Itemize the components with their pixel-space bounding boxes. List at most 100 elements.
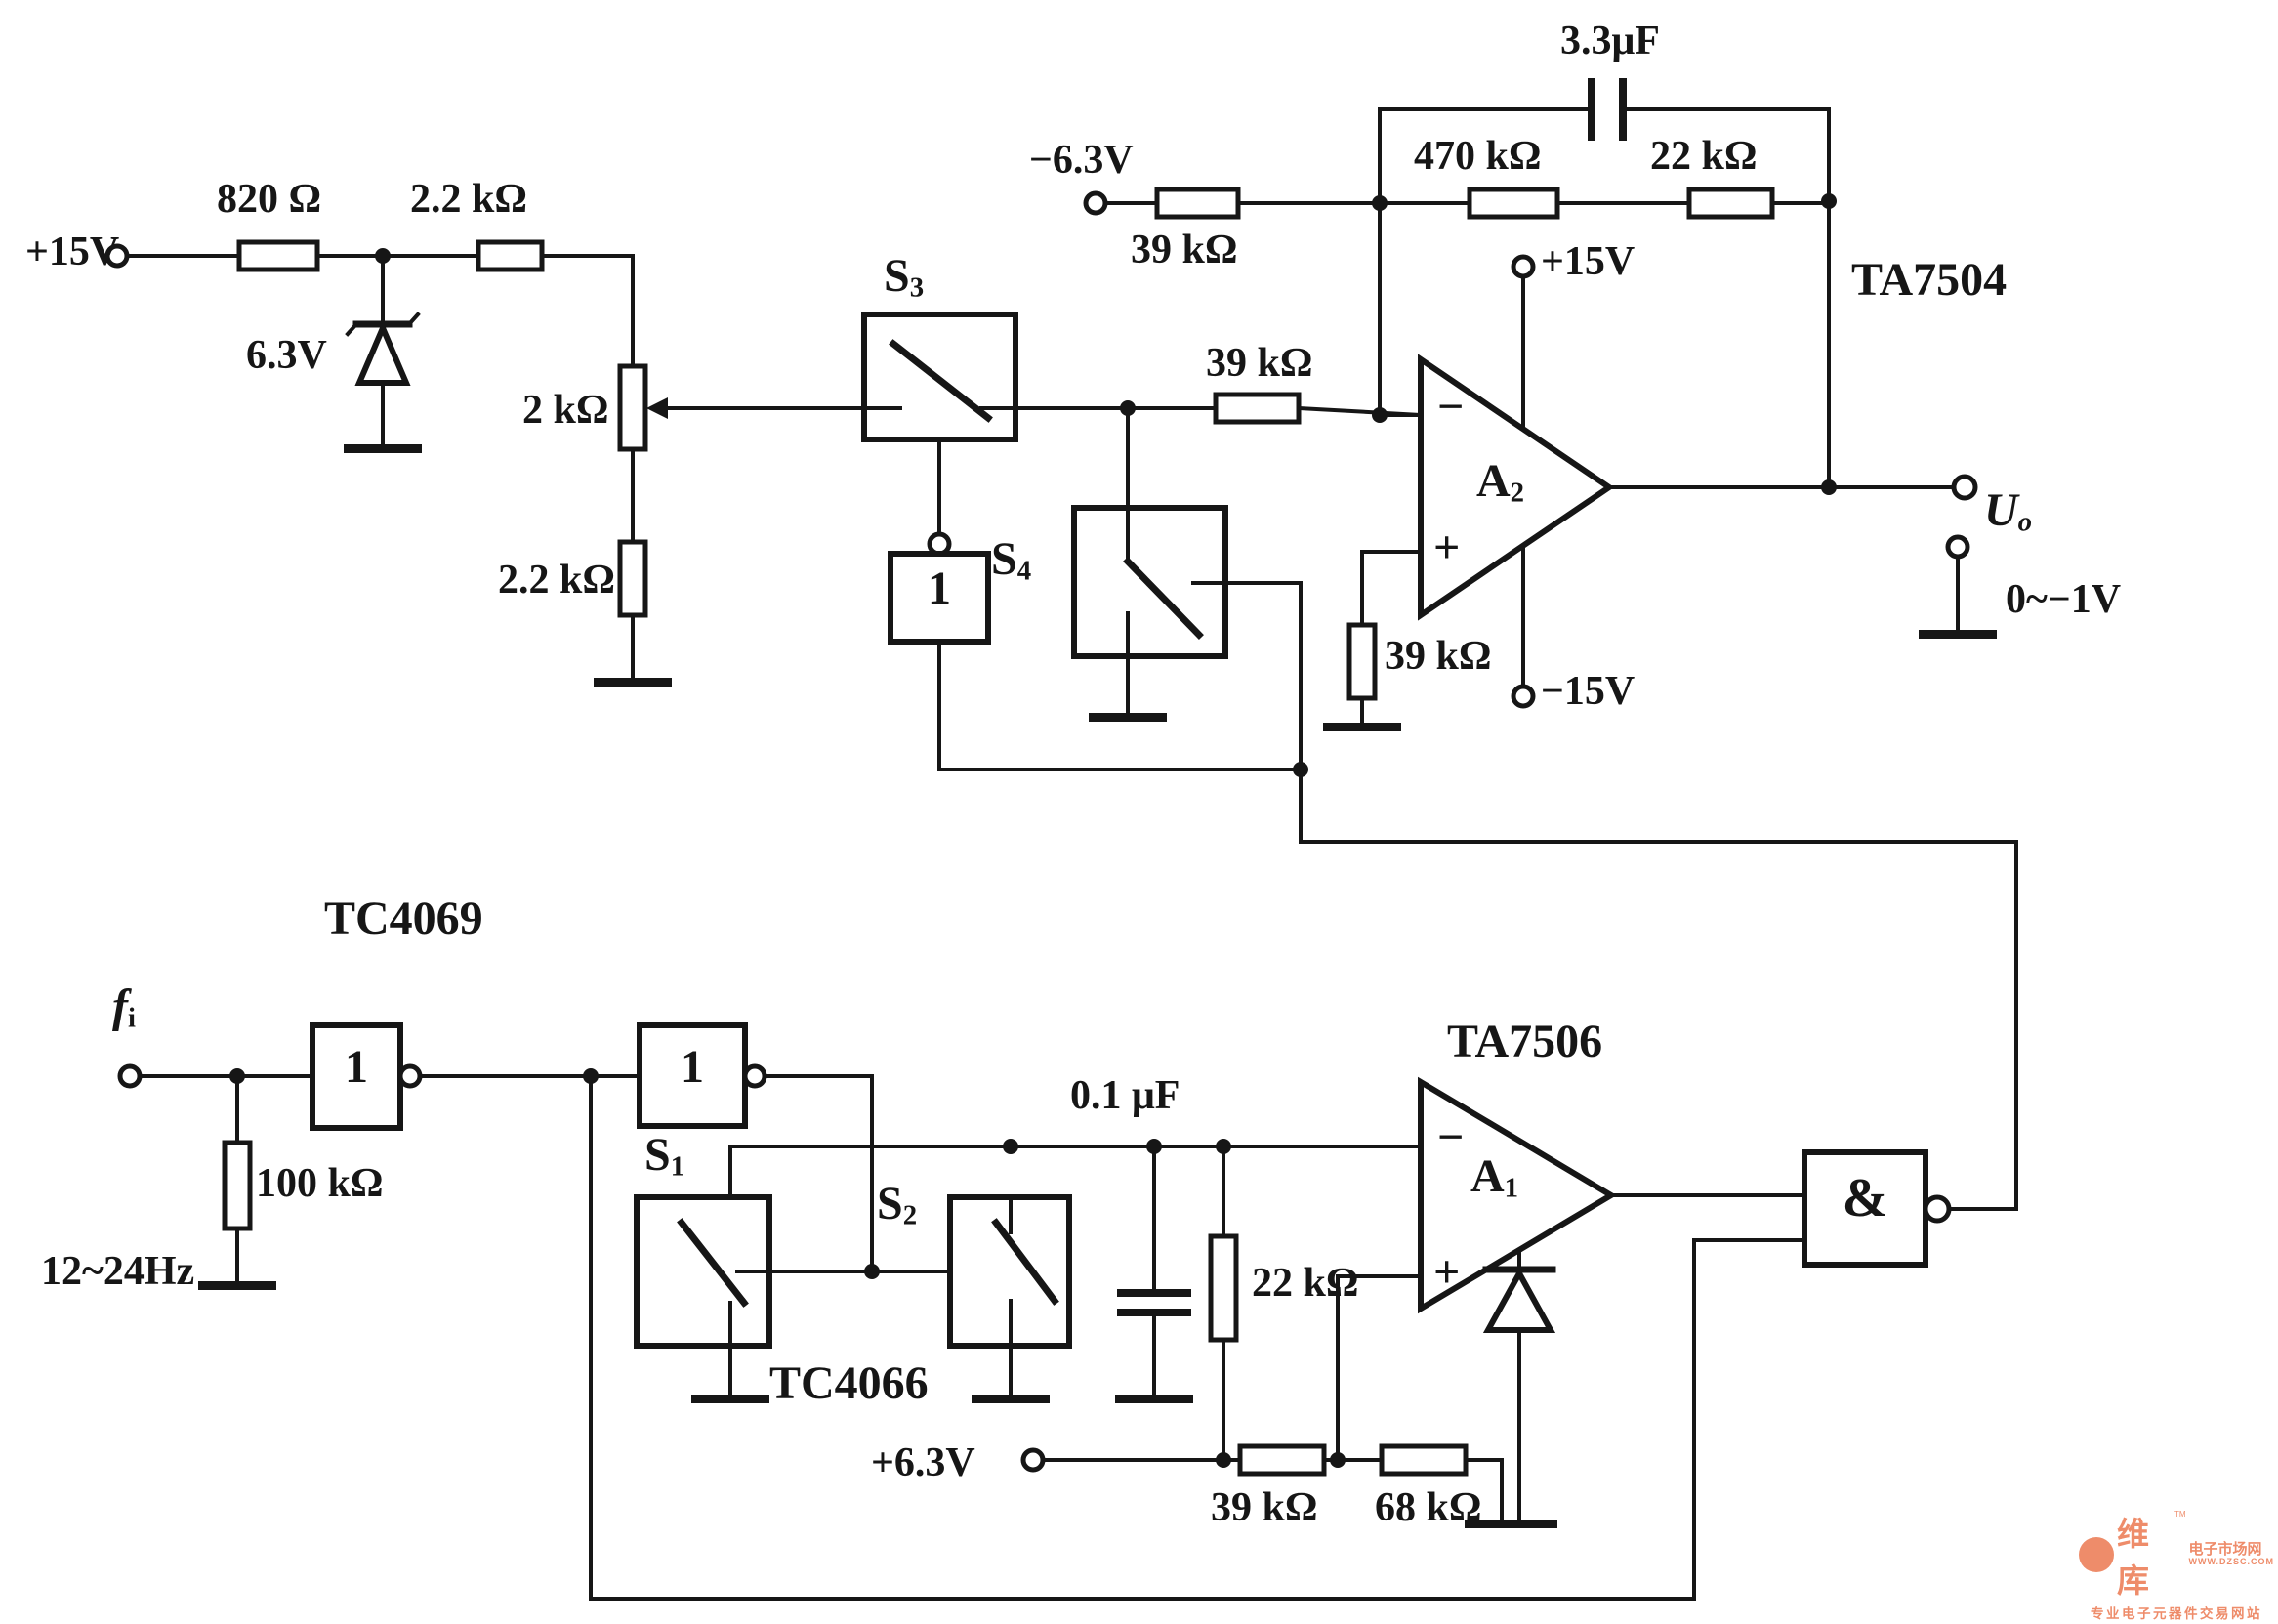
label-nand: & — [1842, 1168, 1888, 1228]
label-a2: A2 — [1476, 455, 1525, 509]
inverter-bubble-icon — [742, 1063, 767, 1089]
supply-neg6v3-input — [1083, 190, 1159, 216]
label-a2-vpos: +15V — [1541, 239, 1636, 284]
label-fi-range: 12~24Hz — [41, 1249, 195, 1294]
junction-dot — [1003, 1139, 1018, 1154]
inverter-2 — [637, 1022, 874, 1273]
resistor-470k — [1467, 187, 1560, 220]
wiper-arrow-icon — [646, 397, 668, 419]
resistor-2k2-series — [476, 239, 635, 368]
switch-s1 — [634, 1194, 772, 1403]
label-r22k-fb: 22 kΩ — [1650, 134, 1758, 179]
label-tc4069: TC4069 — [324, 893, 483, 944]
feedback-network — [1378, 78, 1837, 489]
resistor-22k-bottom — [1208, 1145, 1239, 1462]
ground-icon — [198, 1281, 276, 1290]
label-inv1: 1 — [345, 1041, 368, 1093]
watermark: 维库 TM 电子市场网 WWW.DZSC.COM 专业电子元器件交易网站 — [2079, 1508, 2274, 1622]
label-fi: fi — [112, 980, 136, 1034]
label-ta7504: TA7504 — [1851, 254, 2008, 306]
inverter-1 — [310, 1022, 642, 1131]
junction-dot — [864, 1264, 880, 1279]
watermark-brand: 维库 — [2117, 1516, 2150, 1599]
supply-15v-input — [104, 243, 241, 269]
terminal-icon — [1511, 254, 1536, 279]
terminal-icon — [1951, 474, 1978, 501]
supply-6v3-rail — [1020, 1274, 1557, 1528]
resistor-2k2-lower — [594, 539, 672, 687]
resistor-39k-gnd — [1346, 622, 1378, 701]
label-a1: A1 — [1470, 1150, 1519, 1204]
watermark-tm: TM — [2174, 1510, 2186, 1519]
output-uo — [1919, 474, 1997, 639]
capacitor-plate-icon — [1117, 1309, 1191, 1316]
ground-icon — [594, 678, 672, 687]
node-s3-s4 — [1014, 400, 1218, 510]
inverter-bubble-icon — [397, 1063, 423, 1089]
ground-icon — [344, 444, 422, 453]
label-r68k: 68 kΩ — [1375, 1485, 1482, 1530]
label-inverter-s3: 1 — [928, 562, 951, 614]
capacitor-plate-icon — [1588, 78, 1595, 141]
label-a2-vneg: −15V — [1541, 669, 1636, 714]
ground-icon — [691, 1395, 769, 1403]
resistor-100k — [198, 1074, 276, 1290]
label-s4: S4 — [991, 533, 1032, 587]
nand-bubble-icon — [1923, 1194, 1952, 1224]
ground-icon — [1323, 723, 1401, 731]
capacitor-0u1 — [1115, 1145, 1193, 1403]
resistor-820 — [236, 239, 480, 272]
label-a1-minus: − — [1437, 1111, 1465, 1163]
watermark-url: WWW.DZSC.COM — [2188, 1557, 2274, 1567]
input-fi — [117, 1063, 314, 1089]
control-rail — [728, 1139, 1423, 1240]
label-r2k2-lower: 2.2 kΩ — [498, 558, 615, 603]
label-s1: S1 — [644, 1129, 685, 1183]
label-uo-range: 0~−1V — [2006, 577, 2122, 622]
label-r39k-in: 39 kΩ — [1131, 228, 1238, 272]
inverter-s3-control — [888, 531, 1303, 771]
label-pot-2k: 2 kΩ — [522, 388, 609, 433]
label-s3: S3 — [884, 250, 925, 304]
label-supply-6v3: +6.3V — [871, 1440, 975, 1485]
label-s2: S2 — [877, 1178, 918, 1231]
label-zener: 6.3V — [246, 333, 327, 378]
ground-icon — [1089, 713, 1167, 722]
label-uo: Uo — [1984, 484, 2033, 538]
switch-s4 — [1071, 505, 1308, 777]
ground-icon — [972, 1395, 1050, 1403]
terminal-icon — [1020, 1447, 1046, 1473]
label-ta7506: TA7506 — [1447, 1016, 1603, 1067]
label-a1-plus: + — [1433, 1246, 1461, 1298]
resistor-39k-sum — [1213, 392, 1424, 425]
label-r100k: 100 kΩ — [256, 1161, 384, 1206]
label-inv2: 1 — [681, 1041, 704, 1093]
watermark-slogan: 专业电子元器件交易网站 — [2091, 1606, 2262, 1621]
label-r470k: 470 kΩ — [1414, 134, 1542, 179]
label-r22k: 22 kΩ — [1252, 1261, 1359, 1306]
label-c3u3: 3.3μF — [1560, 19, 1660, 63]
watermark-name: 电子市场网 — [2188, 1541, 2262, 1559]
ground-icon — [1465, 1520, 1557, 1528]
label-neg6v3: −6.3V — [1029, 138, 1134, 183]
nand-gate — [1299, 768, 2018, 1268]
opamp-a1 — [1418, 1076, 1806, 1314]
opamp-a2 — [1323, 254, 1956, 731]
resistor-22k-fb — [1686, 187, 1775, 220]
label-a2-minus: − — [1437, 381, 1465, 433]
resistor-39k-bottom — [1237, 1443, 1327, 1477]
terminal-icon — [1083, 190, 1108, 216]
switch-s3 — [861, 312, 1018, 536]
label-c0u1: 0.1 μF — [1070, 1073, 1180, 1118]
feedback-bottom-rail — [589, 1074, 1806, 1601]
terminal-icon — [1511, 684, 1536, 709]
label-r39k-sum: 39 kΩ — [1206, 341, 1313, 386]
switch-s2 — [947, 1194, 1072, 1403]
label-r39k-bottom: 39 kΩ — [1211, 1485, 1318, 1530]
label-r820: 820 Ω — [217, 177, 322, 222]
diode-a1 — [1482, 1251, 1556, 1521]
ground-icon — [1115, 1395, 1193, 1403]
ground-icon — [1919, 630, 1997, 639]
terminal-icon — [117, 1063, 143, 1089]
